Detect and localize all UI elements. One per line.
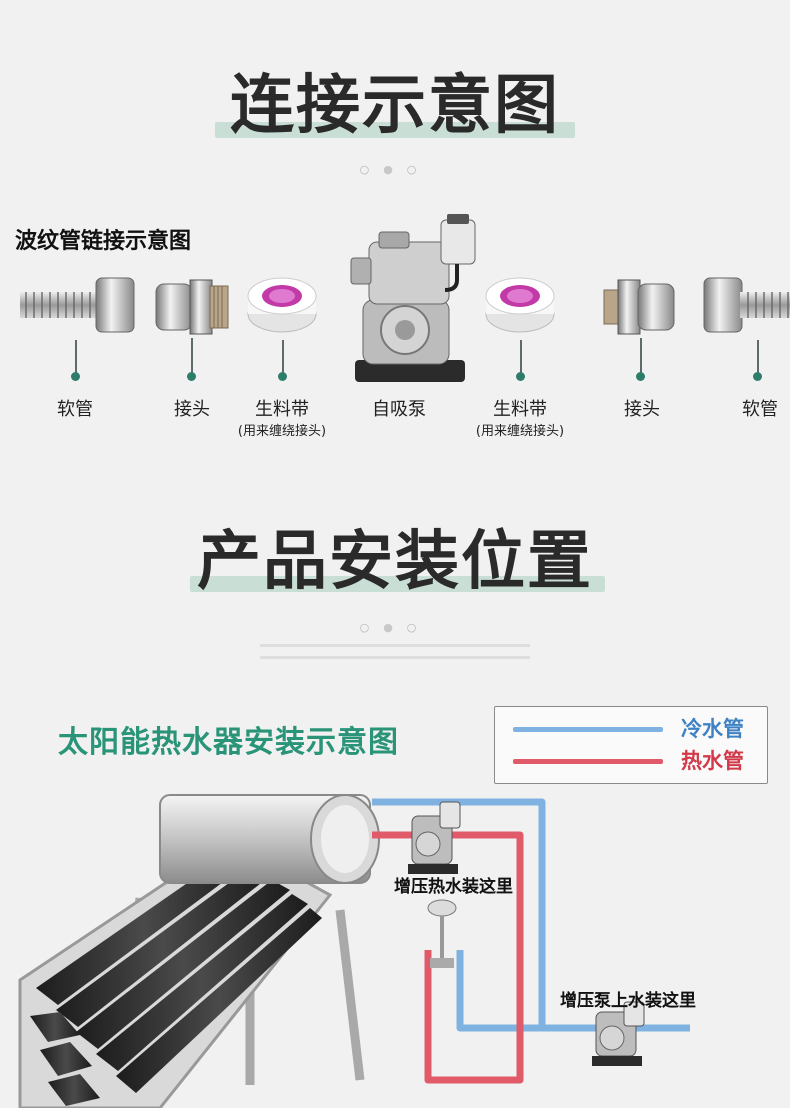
leader-dot [187,372,196,381]
pager-dots: ○●○ [359,163,431,176]
part-note-tape-right: (用来缠绕接头) [475,424,565,439]
solar-diagram-title: 太阳能热水器安装示意图 [58,725,399,760]
callout-cold-booster: 增压泵上水装这里 [560,991,696,1011]
booster-pump-hot-icon [408,801,461,874]
ptfe-tape-icon [485,277,555,333]
leader-line [520,340,522,376]
title-underline-band [190,576,605,592]
leader-line [757,340,759,376]
part-label-hose-left: 软管 [57,399,93,420]
leader-dot [753,372,762,381]
part-note-tape-left: (用来缠绕接头) [237,424,327,439]
part-label-fitting-left: 接头 [174,399,210,420]
title-underline-band [215,122,575,138]
leader-line [75,340,77,376]
decorative-line [260,644,530,647]
pager-dots: ○●○ [359,621,431,634]
section-title-connection: 连接示意图 [230,69,560,143]
legend-cold-line [513,727,663,732]
connection-subtitle: 波纹管链接示意图 [15,229,192,254]
leader-dot [71,372,80,381]
callout-hot-booster: 增压热水装这里 [394,877,513,897]
booster-pump-cold-icon [592,1001,645,1066]
part-label-tape-left: 生料带 [255,399,309,420]
part-label-fitting-right: 接头 [624,399,660,420]
pipe-legend: 冷水管 热水管 [494,706,768,784]
leader-dot [636,372,645,381]
fitting-icon [603,279,675,335]
leader-line [640,338,642,376]
corrugated-hose-icon [703,277,790,333]
leader-dot [278,372,287,381]
decorative-line [260,656,530,659]
fitting-icon [155,279,229,335]
section-title-install-position: 产品安装位置 [197,525,593,599]
legend-hot-label: 热水管 [681,749,744,773]
solar-water-heater-illustration [18,794,690,1108]
pump-icon [350,214,476,382]
part-label-hose-right: 软管 [742,399,778,420]
legend-cold-label: 冷水管 [681,717,744,741]
corrugated-hose-icon [20,277,135,333]
ptfe-tape-icon [247,277,317,333]
part-label-pump: 自吸泵 [372,399,426,420]
leader-dot [516,372,525,381]
legend-hot-line [513,759,663,764]
leader-line [282,340,284,376]
part-label-tape-right: 生料带 [493,399,547,420]
leader-line [191,338,193,376]
